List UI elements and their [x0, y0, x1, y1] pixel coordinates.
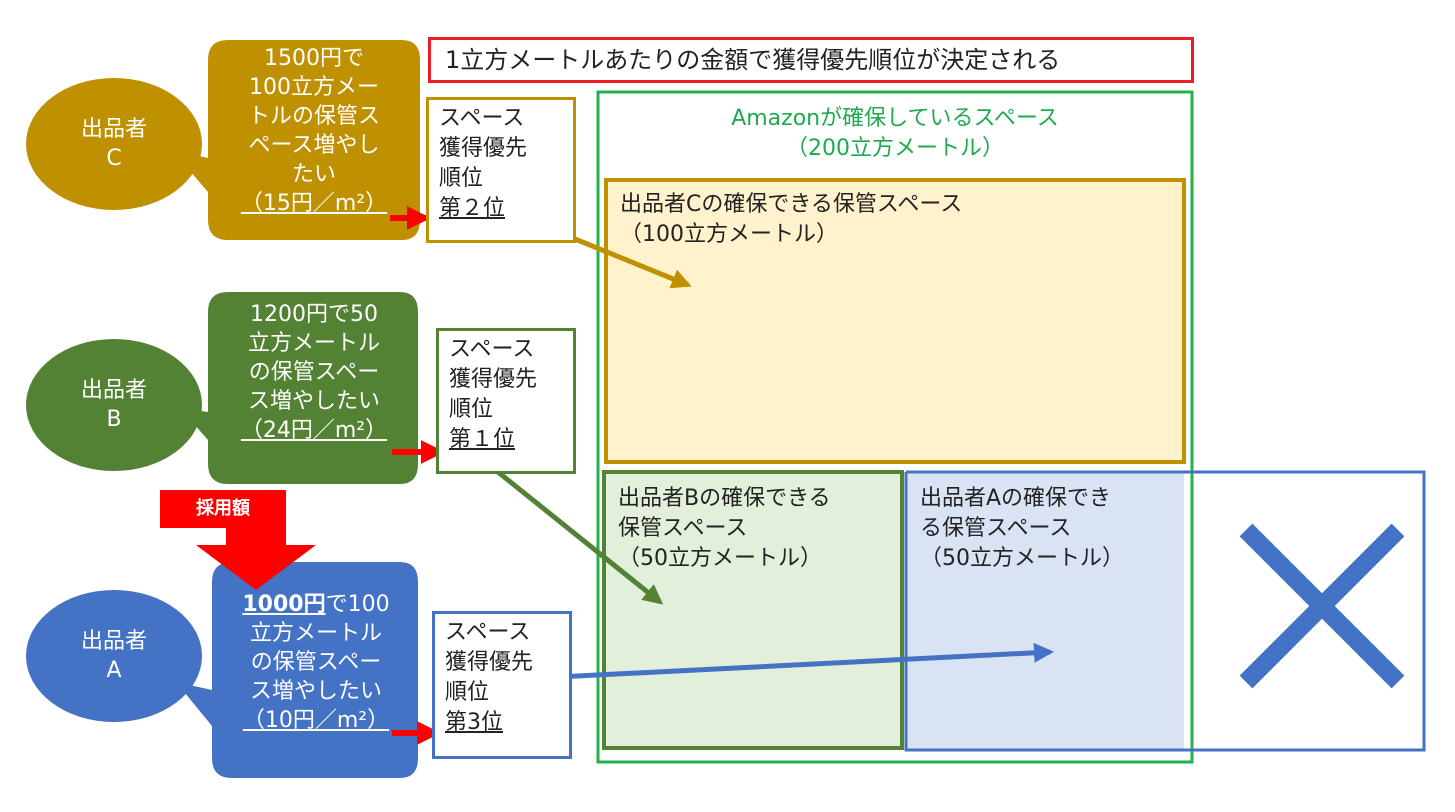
seller-c-rank-box: スペース 獲得優先 順位 第２位	[426, 97, 576, 243]
seller-b-bubble	[180, 292, 418, 484]
seller-c-name-1: 出品者	[80, 117, 147, 142]
amazon-caption-line1: Amazonが確保しているスペース	[731, 106, 1059, 131]
amazon-caption-line2: （200立方メートル）	[786, 136, 1004, 161]
seller-c-bubble-line: 100立方メー	[249, 75, 379, 100]
seller-c-label: 出品者 C	[60, 115, 168, 173]
seller-a-space-line: （50立方メートル）	[920, 546, 1124, 571]
seller-c-ellipse	[26, 78, 202, 210]
seller-a-adopted-amount: 1000円	[242, 592, 326, 617]
seller-b-rank-value: 第１位	[449, 427, 516, 452]
amazon-caption: Amazonが確保しているスペース （200立方メートル）	[610, 104, 1180, 164]
seller-a-bubble-text: 1000円で100 立方メートル の保管スペー ス増やしたい （10円／m²）	[214, 590, 418, 735]
seller-b-rate: （24円／m²）	[240, 418, 388, 443]
seller-b-bubble-line: 1200円で50	[250, 302, 378, 327]
seller-a-label: 出品者 A	[60, 627, 168, 685]
seller-a-space-label: 出品者Aの確保でき る保管スペース （50立方メートル）	[908, 476, 1182, 582]
seller-c-space-line: 出品者Cの確保できる保管スペース	[620, 192, 963, 217]
seller-c-name-2: C	[106, 146, 122, 171]
seller-a-bubble-first-line: 1000円で100	[214, 590, 418, 619]
seller-c-rank-line: 順位	[439, 166, 484, 191]
seller-a-space-line: る保管スペース	[920, 516, 1072, 541]
seller-b-bubble-text: 1200円で50 立方メートル の保管スペー ス増やしたい （24円／m²）	[210, 300, 418, 445]
seller-a-rank-line: 獲得優先	[445, 650, 534, 675]
seller-b-bubble-line: 立方メートル	[247, 331, 380, 356]
seller-a-ellipse	[26, 590, 202, 722]
seller-c-bubble-line: ペース増やし	[248, 133, 380, 158]
seller-b-allocation-arrow	[496, 470, 664, 605]
seller-b-rank-box: スペース 獲得優先 順位 第１位	[436, 328, 576, 474]
seller-a-rank-value: 第3位	[445, 710, 503, 735]
seller-a-rank-box: スペース 獲得優先 順位 第3位	[432, 611, 572, 759]
seller-a-rate: （10円／m²）	[242, 708, 390, 733]
seller-b-space-line: 出品者Bの確保できる	[618, 486, 831, 511]
seller-c-space-label: 出品者Cの確保できる保管スペース （100立方メートル）	[608, 182, 1178, 258]
seller-c-rate: （15円／m²）	[240, 191, 388, 216]
seller-a-bubble-line: 立方メートル	[249, 621, 382, 646]
seller-a-name-2: A	[106, 658, 122, 683]
amazon-space-frame	[596, 90, 1194, 764]
seller-c-bubble-line: 1500円で	[264, 46, 364, 71]
seller-b-space-line: 保管スペース	[618, 516, 748, 541]
x-icon	[1239, 523, 1405, 689]
seller-b-rank-line: 獲得優先	[449, 367, 538, 392]
seller-a-rank-line: 順位	[445, 680, 490, 705]
seller-b-name-1: 出品者	[80, 378, 147, 403]
seller-c-bubble	[172, 40, 420, 240]
title-box: 1立方メートルあたりの金額で獲得優先順位が決定される	[428, 37, 1194, 83]
seller-c-rank-line: 獲得優先	[439, 136, 528, 161]
seller-b-space-label: 出品者Bの確保できる 保管スペース （50立方メートル）	[606, 476, 900, 582]
seller-b-rank-line: 順位	[449, 397, 494, 422]
seller-c-bubble-line: トルの保管ス	[247, 104, 380, 129]
seller-b-bubble-line: ス増やしたい	[247, 389, 380, 414]
seller-a-allocation-arrow	[537, 642, 1054, 681]
seller-a-rank-line: スペース	[445, 620, 531, 645]
adopted-label: 採用額	[196, 498, 250, 519]
seller-b-space-rect	[602, 470, 904, 750]
seller-c-bubble-text: 1500円で 100立方メー トルの保管ス ペース増やし たい （15円／m²）	[210, 44, 418, 218]
seller-a-bubble-rest: で100	[325, 592, 390, 617]
seller-a-space-line: 出品者Aの確保でき	[920, 486, 1112, 511]
seller-c-rank-line: スペース	[439, 106, 525, 131]
seller-b-name-2: B	[106, 407, 122, 432]
seller-c-rank-value: 第２位	[439, 196, 506, 221]
seller-b-label: 出品者 B	[60, 376, 168, 434]
seller-a-bubble	[176, 562, 418, 778]
seller-c-bubble-line: たい	[291, 162, 336, 187]
seller-a-bubble-line: ス増やしたい	[249, 679, 382, 704]
seller-b-space-line: （50立方メートル）	[618, 546, 822, 571]
seller-b-ellipse	[26, 339, 202, 471]
seller-c-space-line: （100立方メートル）	[620, 222, 838, 247]
seller-c-space-rect	[604, 178, 1186, 464]
seller-a-space-rect	[906, 472, 1184, 750]
seller-a-bubble-line: の保管スペー	[250, 650, 382, 675]
seller-b-bubble-line: の保管スペー	[248, 360, 380, 385]
page-title: 1立方メートルあたりの金額で獲得優先順位が決定される	[445, 46, 1061, 74]
seller-b-rank-line: スペース	[449, 337, 535, 362]
seller-a-name-1: 出品者	[80, 629, 147, 654]
